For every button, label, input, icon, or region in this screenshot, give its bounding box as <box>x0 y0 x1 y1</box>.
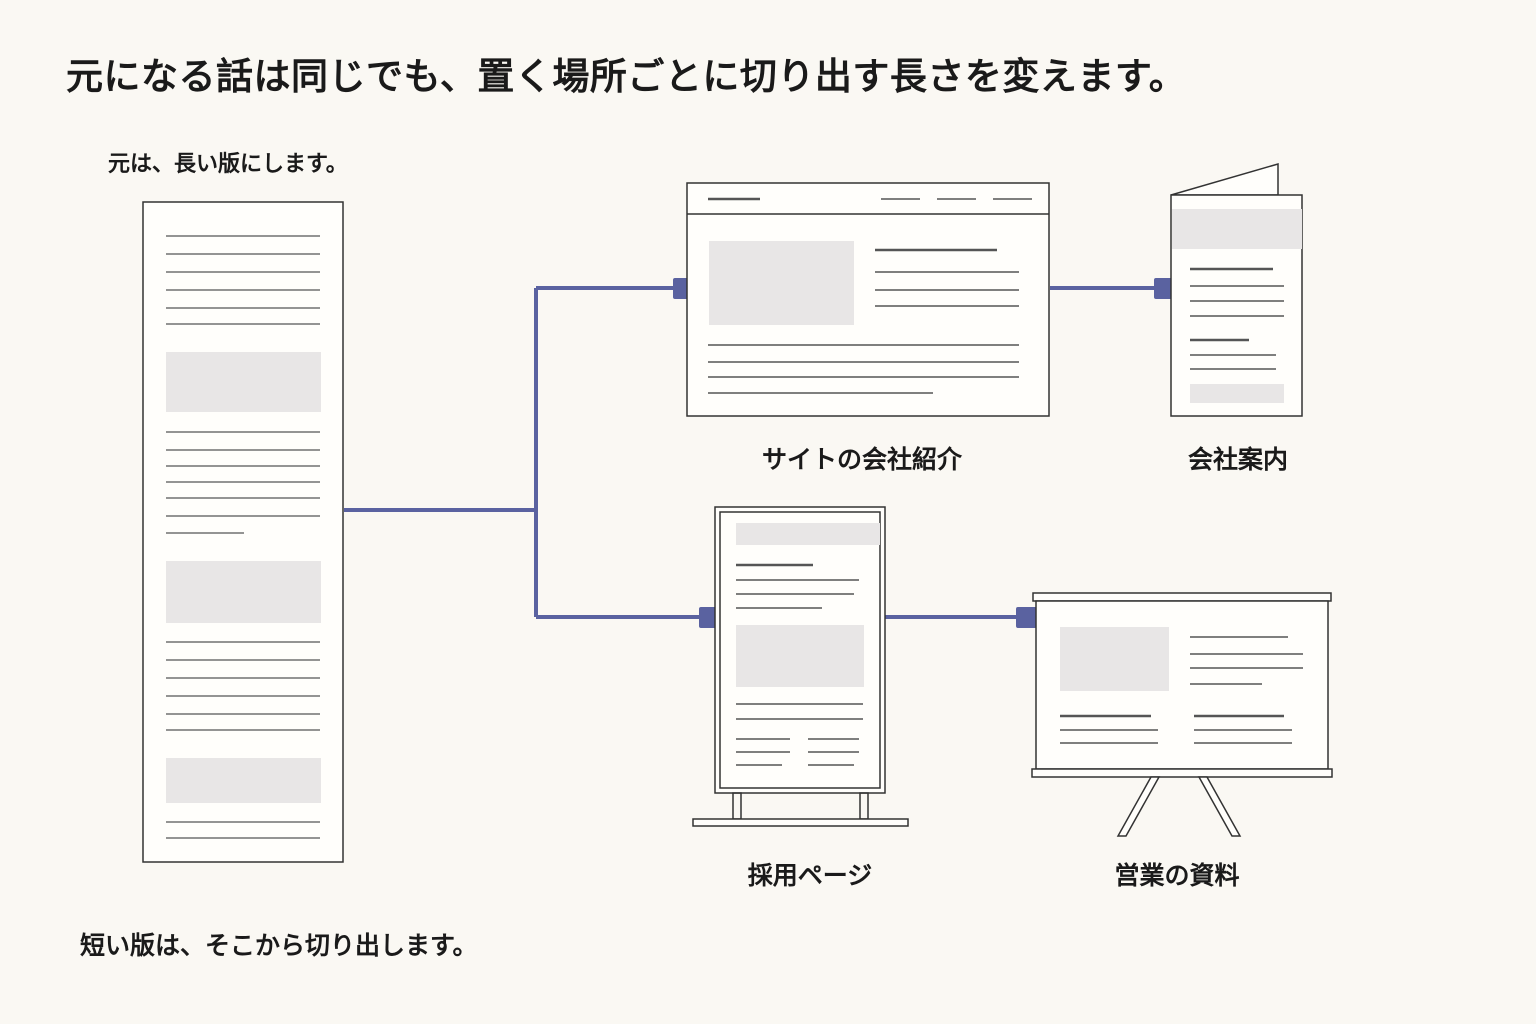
caption-site: サイトの会社紹介 <box>761 445 962 474</box>
short-version-note: 短い版は、そこから切り出します。 <box>80 931 478 960</box>
caption-sales: 営業の資料 <box>1114 861 1240 890</box>
long-document-icon <box>142 201 344 863</box>
signboard-icon <box>692 506 909 827</box>
endpoint-sales <box>1016 607 1037 628</box>
caption-recruit: 採用ページ <box>747 861 873 890</box>
projector-screen-icon <box>1031 592 1333 837</box>
brochure-icon <box>1170 163 1303 417</box>
connectors <box>344 286 1158 619</box>
endpoint-brochure <box>1154 278 1175 299</box>
long-version-note: 元は、長い版にします。 <box>108 152 348 177</box>
website-icon <box>686 182 1050 417</box>
caption-brochure: 会社案内 <box>1187 445 1288 474</box>
diagram-title: 元になる話は同じでも、置く場所ごとに切り出す長さを変えます。 <box>66 55 1187 98</box>
